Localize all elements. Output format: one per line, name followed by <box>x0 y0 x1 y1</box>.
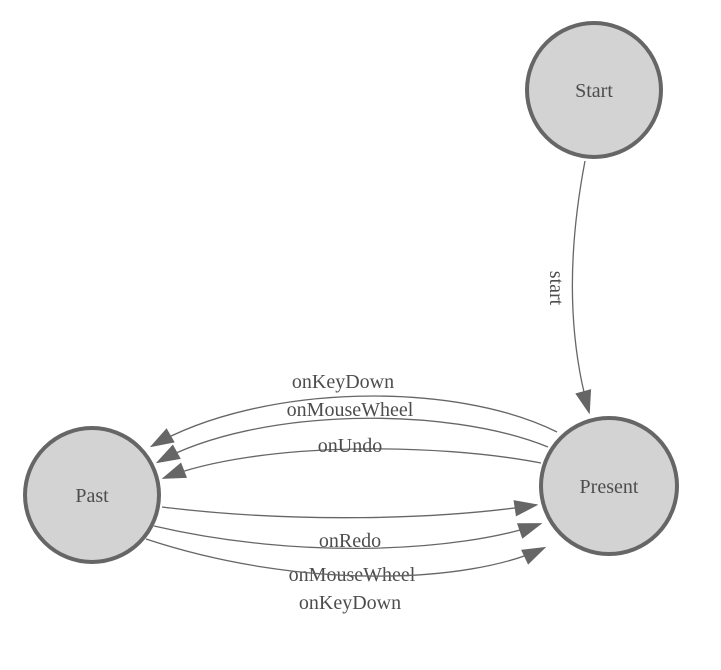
edge-start-to-present: start <box>545 160 589 412</box>
past-node-label: Past <box>75 485 109 507</box>
node-past: Past <box>23 426 161 564</box>
edge-present-to-past-onkeydown: onKeyDown <box>152 371 558 446</box>
edge-present-to-past-onundo: onUndo <box>164 435 542 478</box>
edge-past-to-present-onredo-path <box>161 505 536 519</box>
node-start: Start <box>525 21 663 159</box>
edge-start-to-present-path <box>571 160 589 412</box>
edge-past-to-present-onkeydown: onKeyDown <box>145 538 544 614</box>
edge-label-onkeydown-upper: onKeyDown <box>292 371 394 393</box>
edge-label-onmousewheel-upper: onMouseWheel <box>287 399 414 421</box>
start-node-circle <box>525 21 663 159</box>
edge-label-onundo: onUndo <box>318 435 382 457</box>
edge-present-to-past-onkeydown-path <box>152 395 558 446</box>
edge-label-start: start <box>545 271 567 306</box>
present-node-circle <box>539 416 679 556</box>
edge-label-onredo: onRedo <box>319 530 381 552</box>
edge-label-onkeydown-lower: onKeyDown <box>299 592 401 614</box>
edge-present-to-past-onundo-path <box>164 448 542 478</box>
edge-past-to-present-onmousewheel-path <box>153 524 540 550</box>
past-node-circle <box>23 426 161 564</box>
edge-past-to-present-onredo: onRedo <box>161 505 536 552</box>
edge-past-to-present-onkeydown-path <box>145 538 544 577</box>
present-node-label: Present <box>580 476 639 498</box>
edge-past-to-present-onmousewheel: onMouseWheel <box>153 524 540 586</box>
edge-present-to-past-onmousewheel: onMouseWheel <box>158 399 549 462</box>
edge-present-to-past-onmousewheel-path <box>158 417 549 462</box>
start-node-label: Start <box>575 80 613 102</box>
edge-label-onmousewheel-lower: onMouseWheel <box>289 564 416 586</box>
node-present: Present <box>539 416 679 556</box>
